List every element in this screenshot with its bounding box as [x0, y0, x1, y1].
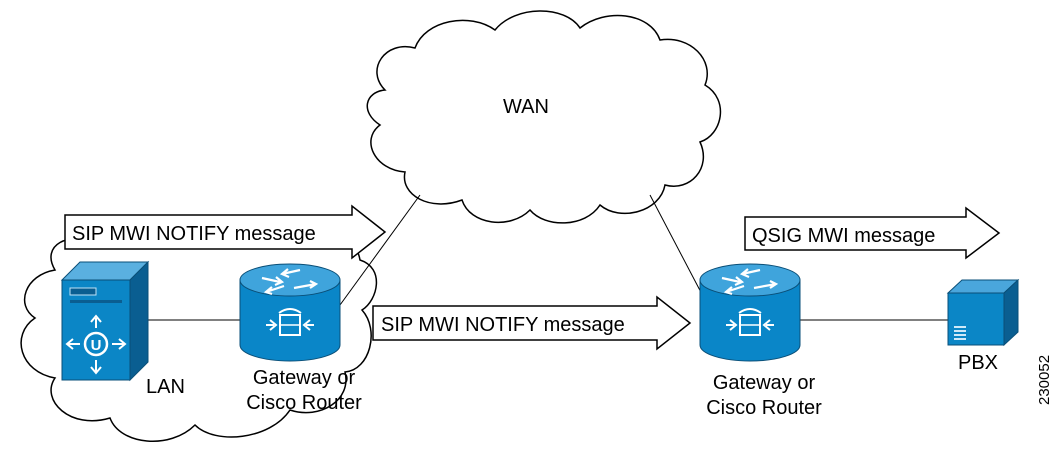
gateway-right-label-line2: Cisco Router [706, 397, 822, 419]
svg-text:U: U [91, 337, 102, 354]
qsig-label: QSIG MWI message [752, 225, 935, 247]
wan-label: WAN [503, 96, 549, 118]
sip-notify-label-middle: SIP MWI NOTIFY message [381, 314, 625, 336]
gateway-left-label-line1: Gateway or [253, 367, 356, 389]
pbx-icon [946, 278, 1020, 347]
wan-cloud-icon [366, 10, 722, 224]
link-wan-router [649, 194, 706, 301]
link-router-wan [339, 194, 421, 306]
server-icon: U [60, 260, 150, 382]
figure-id: 230052 [1036, 355, 1053, 405]
gateway-right-label-line1: Gateway or [713, 372, 816, 394]
sip-notify-label-top: SIP MWI NOTIFY message [72, 223, 316, 245]
qsig-arrow: QSIG MWI message [744, 206, 1001, 260]
gateway-left-label-line2: Cisco Router [246, 392, 362, 414]
lan-label: LAN [146, 376, 185, 398]
gateway-router-icon-left [239, 263, 341, 362]
pbx-label: PBX [958, 352, 998, 374]
sip-notify-arrow-top: SIP MWI NOTIFY message [64, 204, 387, 260]
gateway-router-icon-right [699, 263, 801, 362]
sip-notify-arrow-middle: SIP MWI NOTIFY message [372, 295, 692, 351]
